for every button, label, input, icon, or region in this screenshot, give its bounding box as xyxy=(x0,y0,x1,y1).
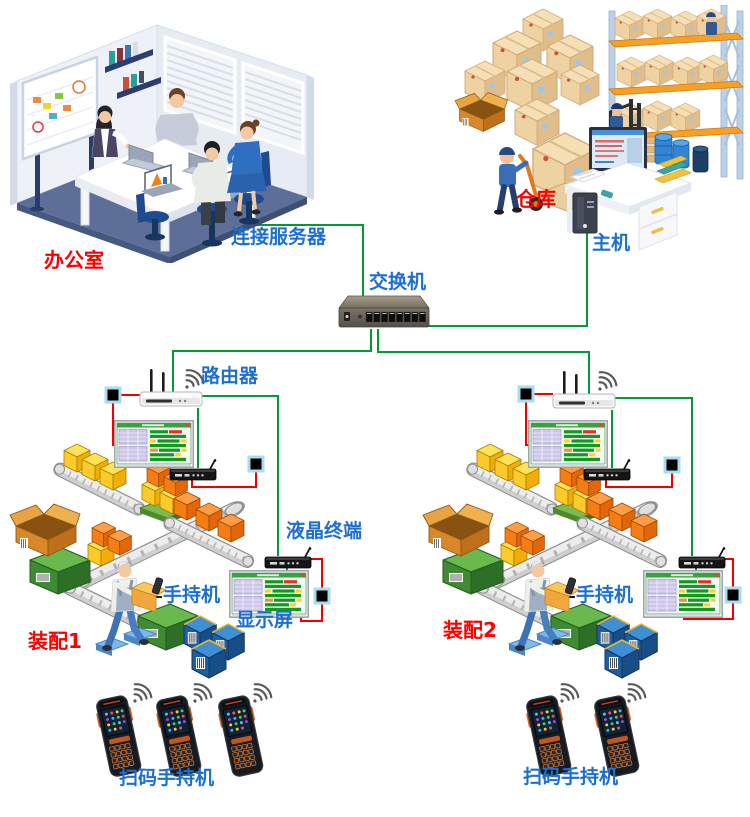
person-woman-right xyxy=(227,119,271,225)
host-label: 主机 xyxy=(592,232,631,254)
display-screen-label: 显示屏 xyxy=(236,609,294,631)
rack-worker xyxy=(706,12,717,35)
pc-tower-host xyxy=(572,192,598,234)
office-desk xyxy=(563,127,693,251)
lan-lines xyxy=(149,224,697,571)
window-blinds xyxy=(163,34,305,156)
io-squares xyxy=(104,385,742,605)
router-device-1 xyxy=(138,366,208,412)
office-label: 办公室 xyxy=(44,248,104,272)
lcd-terminal-label: 液晶终端 xyxy=(286,520,363,542)
assembly-1-label: 装配1 xyxy=(28,629,82,653)
person-standing-woman xyxy=(91,105,131,158)
switch-device xyxy=(338,295,430,328)
switch-label: 交换机 xyxy=(369,271,427,293)
whiteboard xyxy=(21,55,99,212)
lcd-terminal-device-1a xyxy=(169,459,218,481)
person-man-front xyxy=(191,141,231,247)
assembly-2-label: 装配2 xyxy=(443,618,497,642)
office-scene xyxy=(10,24,314,263)
wifi-icon xyxy=(620,682,650,708)
router-label: 路由器 xyxy=(201,365,259,387)
connect-server-label: 连接服务器 xyxy=(231,226,327,248)
handheld-label-1: 手持机 xyxy=(163,584,221,606)
router-device-2 xyxy=(551,368,621,414)
warehouse-scene xyxy=(454,5,744,251)
scan-handheld-label-2: 扫码手持机 xyxy=(523,766,619,788)
lcd-terminal-device-2b xyxy=(678,547,727,569)
scan-handheld-label-1: 扫码手持机 xyxy=(119,767,215,789)
wifi-icon xyxy=(246,682,276,708)
wall-shelf xyxy=(105,42,161,99)
person-man-back xyxy=(155,88,199,147)
handheld-label-2: 手持机 xyxy=(576,584,634,606)
carton-stacks xyxy=(454,8,600,146)
lcd-terminal-device-1b xyxy=(264,547,313,569)
wifi-icon xyxy=(126,682,156,708)
storage-rack xyxy=(608,5,744,180)
warehouse-label: 仓库 xyxy=(516,187,556,211)
lcd-terminal-device-2a xyxy=(583,459,632,481)
wifi-icon xyxy=(553,682,583,708)
mes-display-screen-2b xyxy=(643,570,723,618)
wifi-icon xyxy=(186,682,216,708)
empty-chair xyxy=(136,193,169,241)
blue-barrels xyxy=(654,133,709,173)
